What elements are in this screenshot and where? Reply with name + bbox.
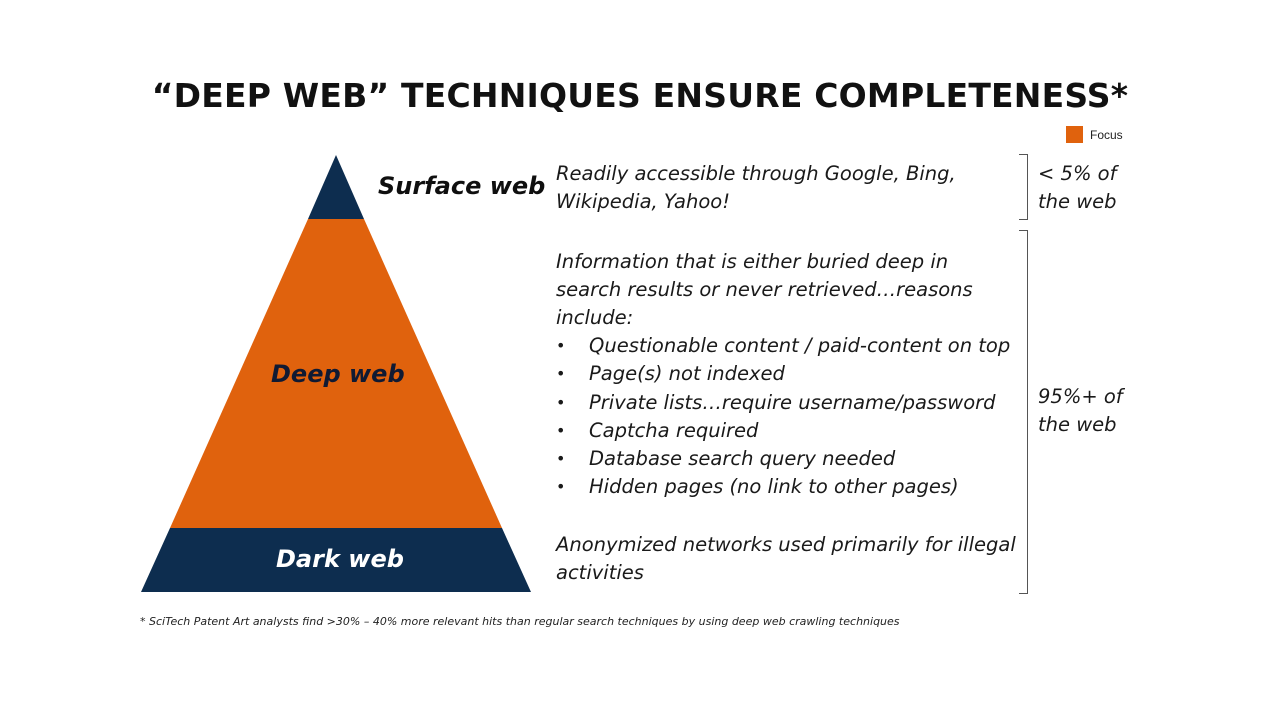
surface-web-label: Surface web (378, 172, 545, 200)
bullet-icon: • (556, 473, 565, 501)
deep-web-description: Information that is either buried deep i… (556, 248, 1016, 332)
deep-share-bracket (1019, 230, 1028, 594)
bullet-icon: • (556, 332, 565, 360)
bullet-icon: • (556, 389, 565, 417)
list-item: •Private lists…require username/password (556, 389, 1010, 417)
list-item: •Database search query needed (556, 445, 1010, 473)
deep-share-label: 95%+ of the web (1038, 383, 1133, 439)
surface-share-bracket (1019, 154, 1028, 220)
dark-web-label: Dark web (276, 545, 404, 573)
list-item: •Hidden pages (no link to other pages) (556, 473, 1010, 501)
list-item: •Questionable content / paid-content on … (556, 332, 1010, 360)
deep-web-reasons-list: •Questionable content / paid-content on … (556, 332, 1010, 502)
surface-web-description: Readily accessible through Google, Bing,… (556, 160, 976, 216)
list-item: •Captcha required (556, 417, 1010, 445)
list-item: •Page(s) not indexed (556, 360, 1010, 388)
footnote: * SciTech Patent Art analysts find >30% … (140, 615, 900, 628)
bullet-icon: • (556, 445, 565, 473)
surface-share-label: < 5% of the web (1038, 160, 1128, 216)
deep-web-label: Deep web (271, 360, 405, 388)
bullet-icon: • (556, 360, 565, 388)
pyramid-layer-surface (308, 155, 364, 219)
dark-web-description: Anonymized networks used primarily for i… (556, 531, 1016, 587)
bullet-icon: • (556, 417, 565, 445)
